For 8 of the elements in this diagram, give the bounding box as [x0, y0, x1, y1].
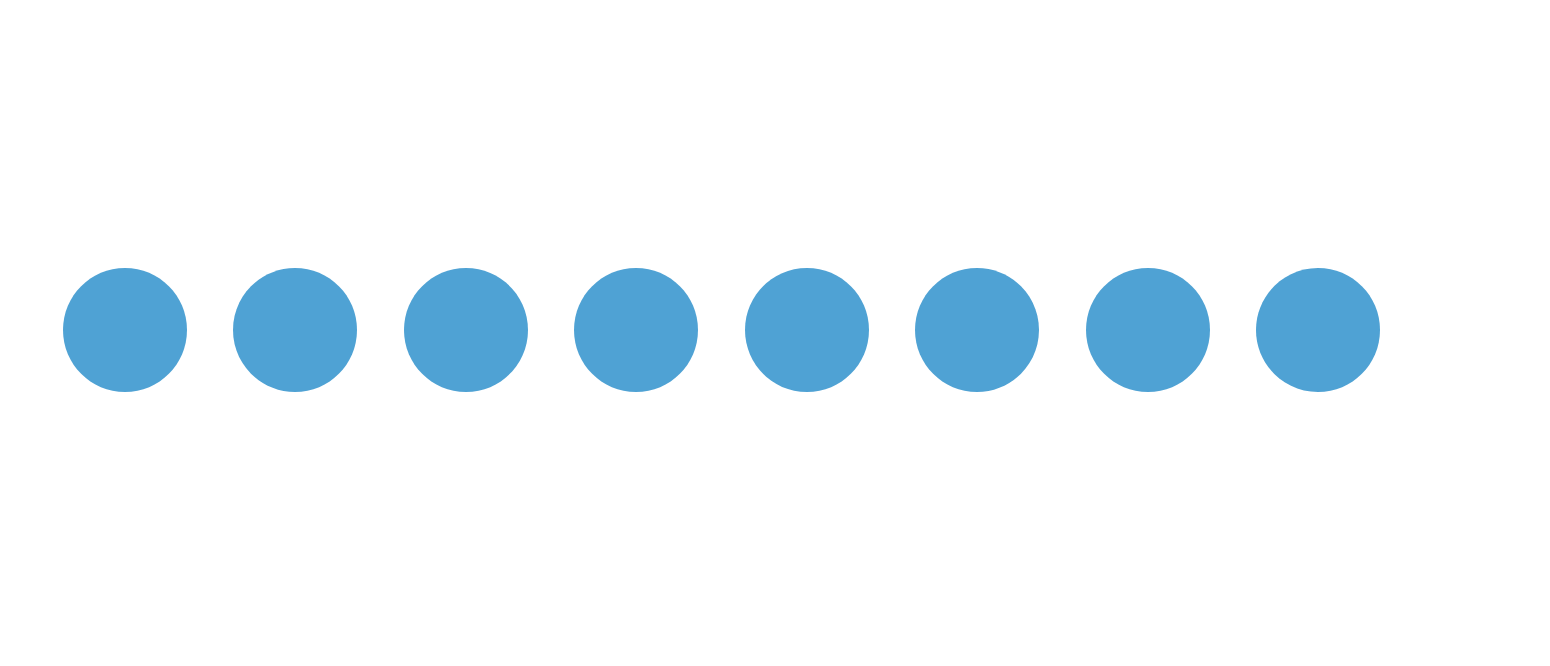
circle [574, 268, 698, 392]
circle [233, 268, 357, 392]
circle [915, 268, 1039, 392]
circle [1086, 268, 1210, 392]
circle [404, 268, 528, 392]
circle [63, 268, 187, 392]
circle [1256, 268, 1380, 392]
circle [745, 268, 869, 392]
